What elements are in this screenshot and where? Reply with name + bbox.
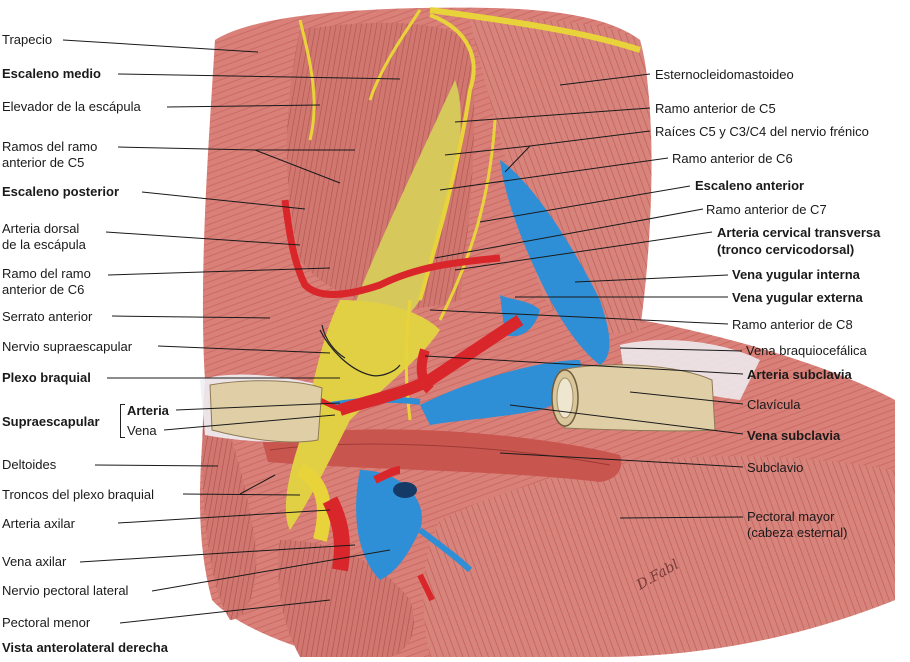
pectoralis-minor xyxy=(278,540,414,657)
label-vena-axilar: Vena axilar xyxy=(2,554,67,569)
label-pectoral-mayor-1: Pectoral mayor xyxy=(747,509,835,524)
label-deltoides: Deltoides xyxy=(2,457,57,472)
label-ramo-c6-2: anterior de C6 xyxy=(2,282,85,297)
label-supraescapular: Supraescapular xyxy=(2,414,100,429)
label-ramo-c5: Ramo anterior de C5 xyxy=(655,101,776,116)
label-escaleno-anterior: Escaleno anterior xyxy=(695,178,805,193)
label-trapecio: Trapecio xyxy=(2,32,53,47)
transverse-cervical-artery xyxy=(281,199,501,298)
label-clavicula: Clavícula xyxy=(747,397,801,412)
label-ramos-1: Ramos del ramo xyxy=(2,139,98,154)
label-vena-braquio: Vena braquiocefálica xyxy=(746,343,867,358)
label-vena-subclavia: Vena subclavia xyxy=(747,428,841,443)
label-esternocleido: Esternocleidomastoideo xyxy=(655,67,794,82)
label-arteria-cervical-1: Arteria cervical transversa xyxy=(717,225,881,240)
subclavian-artery xyxy=(338,315,524,416)
axillary-artery xyxy=(322,496,350,572)
label-arteria-cervical-2: (tronco cervicodorsal) xyxy=(717,242,855,257)
brachial-plexus xyxy=(285,300,440,530)
clavicle-lateral xyxy=(209,380,323,443)
supraescapular-bracket xyxy=(120,404,125,438)
left-leader-lines xyxy=(62,39,401,624)
clavicle-medial xyxy=(559,364,716,432)
internal-jugular-vein xyxy=(500,160,610,365)
label-ramos-2: anterior de C5 xyxy=(2,155,85,170)
label-troncos: Troncos del plexo braquial xyxy=(2,487,154,502)
label-raices: Raíces C5 y C3/C4 del nervio frénico xyxy=(655,124,869,139)
label-plexo-braquial: Plexo braquial xyxy=(2,370,91,385)
subclavius-muscle xyxy=(262,429,622,482)
label-arteria-subclavia: Arteria subclavia xyxy=(747,367,852,382)
label-arteria-dorsal-2: de la escápula xyxy=(2,237,86,252)
pectoralis-major xyxy=(423,456,895,657)
label-vena-yugular-interna: Vena yugular interna xyxy=(732,267,860,282)
label-serrato: Serrato anterior xyxy=(2,309,93,324)
label-vena-yugular-externa: Vena yugular externa xyxy=(732,290,863,305)
right-leader-lines xyxy=(424,73,744,519)
label-ramo-c6: Ramo anterior de C6 xyxy=(672,151,793,166)
label-pectoral-menor: Pectoral menor xyxy=(2,615,91,630)
label-arteria-axilar: Arteria axilar xyxy=(2,516,75,531)
label-ramo-c6-1: Ramo del ramo xyxy=(2,266,91,281)
sternocleidomastoid xyxy=(470,18,652,334)
label-vista: Vista anterolateral derecha xyxy=(2,640,168,655)
label-elevador: Elevador de la escápula xyxy=(2,99,141,114)
label-vena: Vena xyxy=(127,423,157,438)
label-ramo-c8: Ramo anterior de C8 xyxy=(732,317,853,332)
label-subclavio: Subclavio xyxy=(747,460,804,475)
label-arteria-dorsal-1: Arteria dorsal xyxy=(2,221,80,236)
label-escaleno-posterior: Escaleno posterior xyxy=(2,184,120,199)
label-ramo-c7: Ramo anterior de C7 xyxy=(706,202,827,217)
deltoid-muscle xyxy=(202,380,257,620)
label-pectoral-mayor-2: (cabeza esternal) xyxy=(747,525,848,540)
label-nervio-pectoral: Nervio pectoral lateral xyxy=(2,583,129,598)
label-escaleno-medio: Escaleno medio xyxy=(2,66,101,81)
label-nervio-supraescapular: Nervio supraescapular xyxy=(2,339,133,354)
label-arteria: Arteria xyxy=(127,403,169,418)
